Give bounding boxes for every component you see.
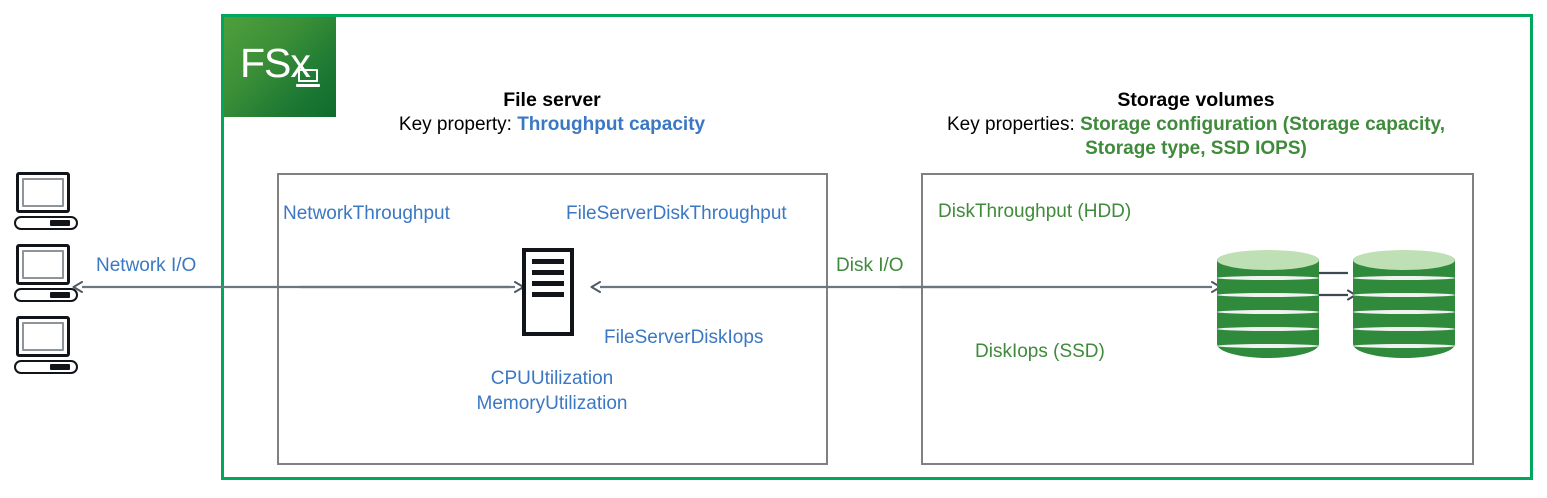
fsx-logo: FSx — [224, 17, 336, 117]
metric-file-server-disk-iops: FileServerDiskIops — [604, 327, 764, 348]
disk-stack-icon — [1353, 250, 1455, 358]
cylinder-segment-shape — [1353, 344, 1455, 348]
fsx-service-boundary — [221, 14, 1533, 480]
metric-network-throughput: NetworkThroughput — [283, 203, 450, 224]
cylinder-segment-shape — [1217, 276, 1319, 280]
storage-volumes-heading: Storage volumes Key properties: Storage … — [918, 88, 1474, 162]
server-slot-shape — [532, 281, 564, 286]
metric-disk-iops-ssd: DiskIops (SSD) — [975, 341, 1105, 362]
cylinder-body-shape — [1217, 259, 1319, 358]
cylinder-top-shape — [1353, 250, 1455, 270]
metric-utilization-group: CPUUtilization MemoryUtilization — [457, 366, 647, 416]
file-server-key-label: Key property: — [398, 113, 512, 135]
computer-base-shape — [14, 216, 78, 230]
cylinder-segment-shape — [1353, 276, 1455, 280]
file-server-key-property: Key property: Throughput capacity — [356, 113, 748, 137]
cylinder-segment-shape — [1353, 310, 1455, 314]
laptop-screen-shape — [298, 69, 318, 82]
cylinder-segment-shape — [1217, 293, 1319, 297]
cylinder-segment-shape — [1217, 310, 1319, 314]
storage-volumes-key-label: Key properties: — [946, 113, 1075, 135]
monitor-shape — [16, 172, 70, 213]
computer-base-shape — [14, 360, 78, 374]
metric-memory-utilization: MemoryUtilization — [476, 393, 628, 415]
file-server-title: File server — [503, 89, 601, 111]
metric-disk-throughput-hdd: DiskThroughput (HDD) — [938, 201, 1132, 222]
desktop-computer-icon — [14, 244, 78, 302]
cylinder-top-shape — [1217, 250, 1319, 270]
cylinder-segment-shape — [1353, 293, 1455, 297]
client-computers-group — [14, 172, 80, 378]
laptop-icon — [296, 69, 320, 89]
file-server-box — [277, 173, 828, 465]
network-io-label: Network I/O — [96, 255, 197, 276]
desktop-computer-icon — [14, 316, 78, 374]
file-server-key-value: Throughput capacity — [517, 113, 706, 135]
monitor-shape — [16, 244, 70, 285]
disk-io-label: Disk I/O — [836, 255, 904, 276]
desktop-computer-icon — [14, 172, 78, 230]
cylinder-segment-shape — [1353, 327, 1455, 331]
disk-stack-icon — [1217, 250, 1319, 358]
metric-file-server-disk-throughput: FileServerDiskThroughput — [566, 203, 787, 224]
laptop-deck-shape — [296, 84, 320, 87]
storage-volumes-key-properties: Key properties: Storage configuration (S… — [918, 113, 1474, 162]
cylinder-segment-shape — [1217, 327, 1319, 331]
file-server-heading: File server Key property: Throughput cap… — [356, 88, 748, 137]
storage-volumes-key-value: Storage configuration (Storage capacity,… — [1080, 113, 1445, 160]
server-slot-shape — [532, 292, 564, 297]
cylinder-segment-shape — [1217, 344, 1319, 348]
server-icon — [522, 248, 574, 336]
metric-cpu-utilization: CPUUtilization — [490, 368, 614, 389]
cylinder-body-shape — [1353, 259, 1455, 358]
storage-volumes-box — [921, 173, 1474, 465]
computer-base-shape — [14, 288, 78, 302]
storage-volumes-title: Storage volumes — [1117, 89, 1275, 111]
server-slot-shape — [532, 270, 564, 275]
monitor-shape — [16, 316, 70, 357]
server-slot-shape — [532, 259, 564, 264]
